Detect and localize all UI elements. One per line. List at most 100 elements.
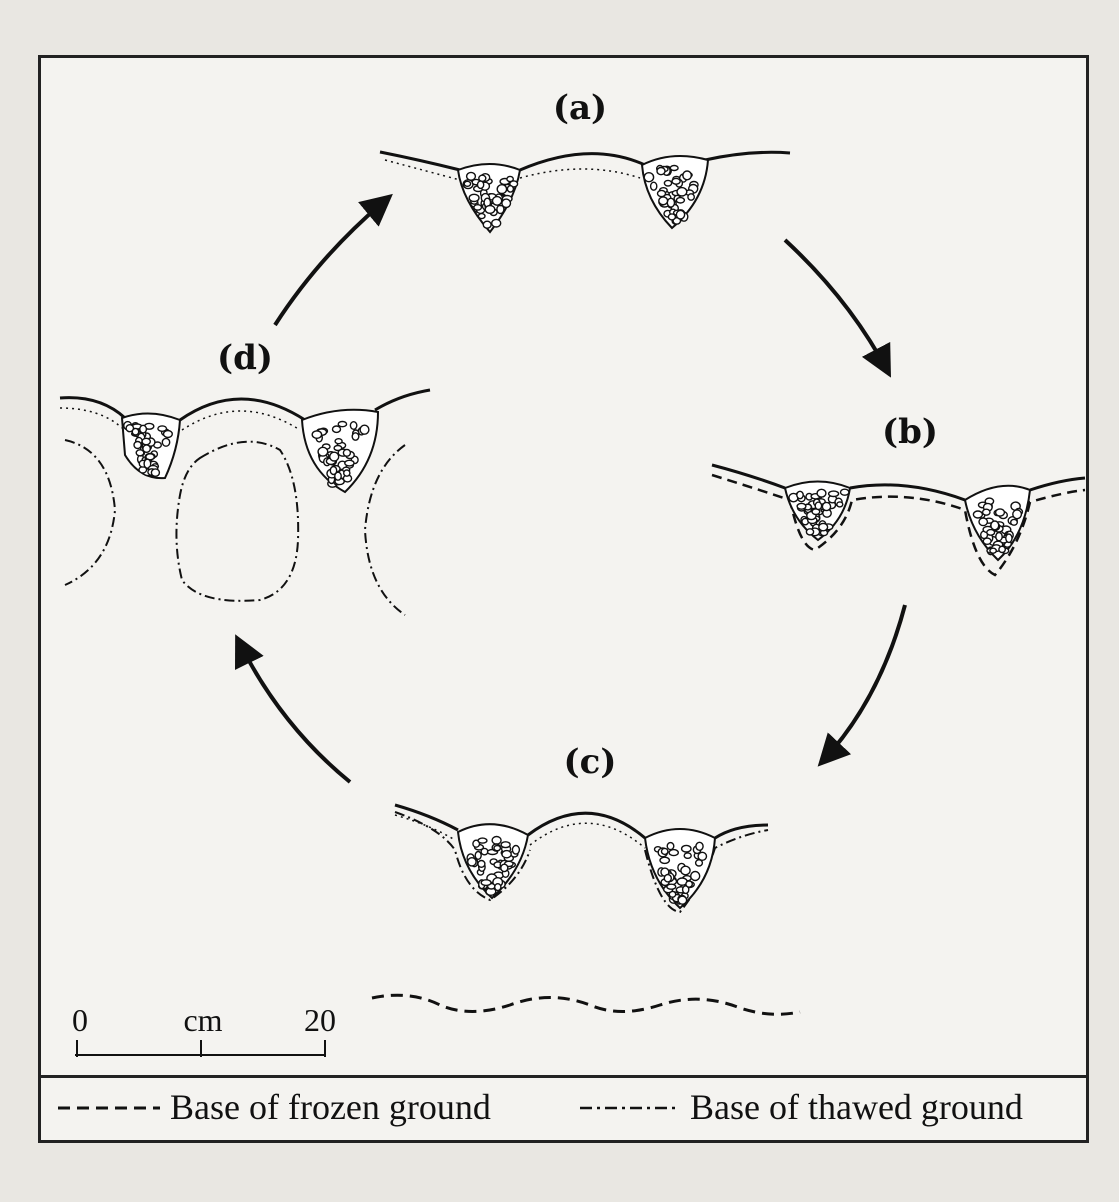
stone-4 — [478, 838, 487, 843]
stone-7 — [335, 439, 342, 444]
stone-5 — [682, 845, 691, 852]
stone-4 — [478, 861, 485, 868]
stone-1 — [676, 210, 684, 219]
stone-2 — [837, 502, 843, 507]
stone-1 — [644, 173, 653, 182]
stone-3 — [983, 538, 991, 544]
legend-thawed-label: Base of thawed ground — [690, 1086, 1023, 1128]
panel-d-thawed-center — [176, 442, 298, 601]
panel-d-thawed-right — [365, 445, 405, 615]
stone-4 — [512, 846, 519, 855]
stone-4 — [492, 837, 501, 845]
stone-7 — [344, 470, 350, 476]
stone-7 — [330, 452, 339, 461]
stone-2 — [829, 491, 839, 496]
stone-3 — [1011, 519, 1018, 525]
arrow-a-to-b — [785, 240, 888, 372]
panel-a-label: (a) — [553, 88, 607, 128]
arrow-d-to-a — [275, 198, 388, 325]
stone-1 — [664, 180, 671, 186]
panel-c-label: (c) — [564, 742, 617, 782]
stone-1 — [658, 190, 666, 196]
panel-c-surface-line — [395, 805, 768, 838]
stone-4 — [481, 880, 491, 886]
stone-0 — [474, 205, 482, 210]
stone-5 — [686, 881, 692, 887]
stone-4 — [495, 884, 501, 891]
stone-0 — [467, 172, 476, 180]
panel-b-label: (b) — [882, 412, 938, 452]
stone-7 — [318, 447, 328, 456]
stone-3 — [999, 546, 1005, 552]
panel-d-thawed-left — [65, 440, 115, 585]
stone-0 — [507, 186, 513, 192]
stone-3 — [1006, 534, 1012, 542]
stone-3 — [979, 518, 987, 526]
stone-2 — [841, 489, 849, 495]
stone-6 — [140, 425, 147, 433]
stone-6 — [142, 438, 150, 444]
stone-6 — [134, 442, 141, 449]
stone-4 — [475, 852, 481, 860]
stone-2 — [822, 502, 830, 510]
stone-2 — [797, 491, 803, 498]
scale-end-label: 20 — [304, 1002, 336, 1039]
stone-1 — [676, 198, 684, 203]
stone-1 — [670, 166, 678, 171]
panel-d-profile — [60, 390, 430, 615]
stone-4 — [502, 851, 511, 858]
stone-3 — [987, 530, 995, 536]
stone-1 — [683, 171, 691, 180]
scale-bar — [75, 1040, 325, 1057]
stone-6 — [136, 450, 144, 456]
stone-1 — [651, 182, 657, 190]
stone-5 — [662, 848, 668, 854]
stone-1 — [667, 198, 674, 207]
stone-0 — [478, 214, 485, 219]
stone-1 — [657, 168, 665, 175]
stone-0 — [507, 176, 513, 181]
stone-2 — [806, 529, 813, 535]
stone-2 — [819, 523, 828, 530]
stone-3 — [996, 533, 1002, 541]
stone-clusters — [124, 166, 1023, 905]
stone-0 — [478, 181, 484, 188]
stone-0 — [469, 194, 479, 201]
stone-7 — [338, 422, 346, 427]
stone-2 — [815, 502, 821, 509]
stone-0 — [485, 206, 495, 214]
stone-3 — [991, 521, 999, 530]
stone-0 — [483, 221, 491, 228]
stone-2 — [817, 489, 826, 497]
stone-6 — [132, 428, 138, 435]
stone-1 — [677, 188, 687, 196]
stone-4 — [501, 842, 510, 848]
stone-5 — [678, 896, 686, 904]
stone-1 — [688, 194, 694, 200]
stone-5 — [696, 842, 703, 850]
stone-1 — [672, 178, 680, 184]
stone-3 — [973, 511, 982, 518]
stone-4 — [501, 864, 508, 871]
stone-6 — [158, 426, 167, 431]
stone-7 — [330, 467, 336, 475]
scale-start-label: 0 — [72, 1002, 88, 1039]
stone-5 — [691, 872, 700, 881]
stone-3 — [996, 509, 1005, 516]
scale-unit-label: cm — [183, 1002, 222, 1039]
stone-4 — [494, 846, 500, 851]
arrow-b-to-c — [822, 605, 905, 762]
stone-3 — [983, 509, 990, 515]
panel-a-surface-line — [380, 152, 790, 170]
stone-7 — [360, 425, 369, 434]
stone-3 — [990, 548, 996, 553]
stone-1 — [659, 197, 668, 205]
stone-6 — [151, 469, 159, 476]
panel-d-label: (d) — [217, 338, 273, 378]
stone-2 — [797, 503, 806, 509]
stone-0 — [493, 197, 502, 206]
stone-0 — [497, 185, 506, 194]
stone-5 — [667, 843, 674, 850]
stone-5 — [667, 884, 676, 889]
